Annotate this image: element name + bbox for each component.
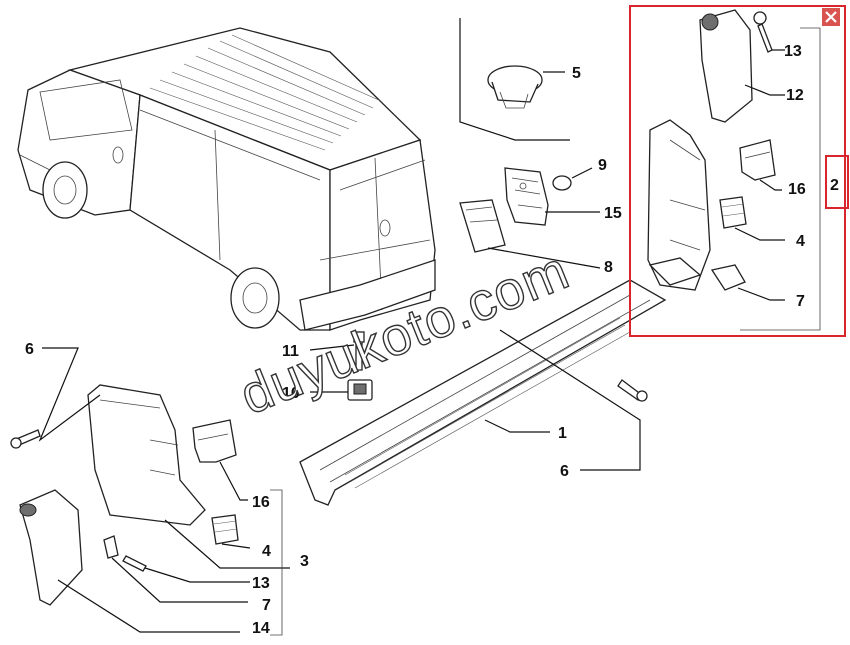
callout-2: 2	[830, 177, 839, 194]
callout-1: 1	[558, 425, 567, 442]
callout-6-left: 6	[25, 341, 34, 358]
part-11-bolt	[309, 331, 365, 371]
part-3-corner-panel	[87, 384, 290, 569]
part-6-bolt-left	[10, 347, 101, 449]
callout-7-left: 7	[262, 597, 271, 614]
part-7-clip-left	[103, 535, 248, 603]
callout-4-left: 4	[262, 543, 271, 560]
close-button[interactable]	[822, 8, 840, 26]
part-15-bracket	[504, 167, 600, 226]
part-5-plug	[487, 65, 565, 109]
close-icon	[825, 11, 837, 23]
callout-13-right: 13	[784, 43, 802, 60]
van-illustration	[17, 27, 436, 331]
part-6-bolt-right	[499, 329, 648, 471]
highlight-frame	[629, 5, 849, 337]
part-12-lamp	[699, 9, 785, 123]
callout-14: 14	[252, 620, 270, 637]
part-16-bracket-left	[192, 419, 248, 501]
callout-3: 3	[300, 553, 309, 570]
part-8-pad	[459, 199, 601, 269]
part-9-clip	[552, 167, 593, 191]
callout-15: 15	[604, 205, 622, 222]
callout-16-left: 16	[252, 494, 270, 511]
part-2-side-panel	[647, 119, 711, 291]
callout-13-left: 13	[252, 575, 270, 592]
part-13-screw-left	[122, 555, 250, 583]
callout-labels: 5 9 15 8 11 10 1 6 6 16 4 3 13 7 14 13 1…	[25, 43, 839, 637]
callout-12: 12	[786, 87, 804, 104]
part-4-pad-left	[211, 514, 251, 549]
callout-8: 8	[604, 259, 613, 276]
callout-11: 11	[282, 343, 299, 360]
callout-4-right: 4	[796, 233, 805, 250]
callout-5: 5	[572, 65, 581, 82]
part-4-pad-right	[719, 196, 785, 241]
part-10-cage-nut	[310, 379, 373, 401]
callout-10: 10	[282, 385, 300, 402]
part-7-clip-right	[710, 264, 785, 301]
part-13-screw-right	[753, 11, 785, 53]
part-14-lamp-housing	[19, 489, 240, 633]
callout-6-right: 6	[560, 463, 569, 480]
callout-7-right: 7	[796, 293, 805, 310]
callout-16-right: 16	[788, 181, 806, 198]
part-16-bracket-right	[739, 139, 782, 191]
callout-9: 9	[598, 157, 607, 174]
